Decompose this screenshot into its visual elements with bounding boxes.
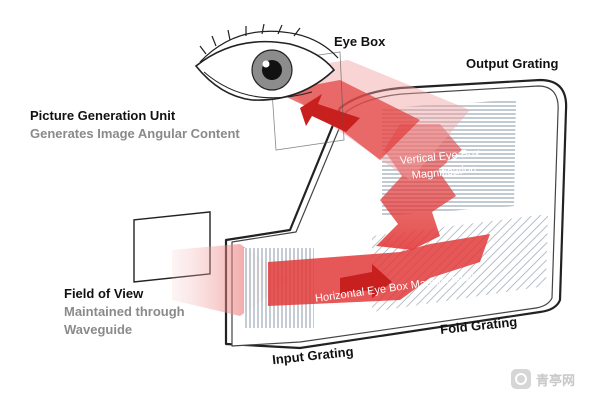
eye-illustration — [194, 23, 339, 101]
horizontal-beam — [268, 234, 490, 306]
eye-arrow — [300, 94, 360, 132]
output-grating-label: Output Grating — [466, 56, 559, 71]
pgu-subtitle: Generates Image Angular Content — [30, 126, 240, 141]
horizontal-arrow — [340, 264, 392, 298]
field-of-view-title: Field of View — [64, 286, 144, 301]
watermark: 青亭网 — [510, 366, 590, 392]
vertical-beam — [376, 124, 462, 250]
pgu-title: Picture Generation Unit — [30, 108, 176, 123]
field-of-view-line2: Waveguide — [64, 322, 133, 337]
eye-box-label: Eye Box — [334, 34, 386, 49]
watermark-text: 青亭网 — [536, 374, 576, 389]
field-of-view-line1: Maintained through — [64, 304, 185, 319]
watermark-logo-icon — [511, 369, 531, 389]
